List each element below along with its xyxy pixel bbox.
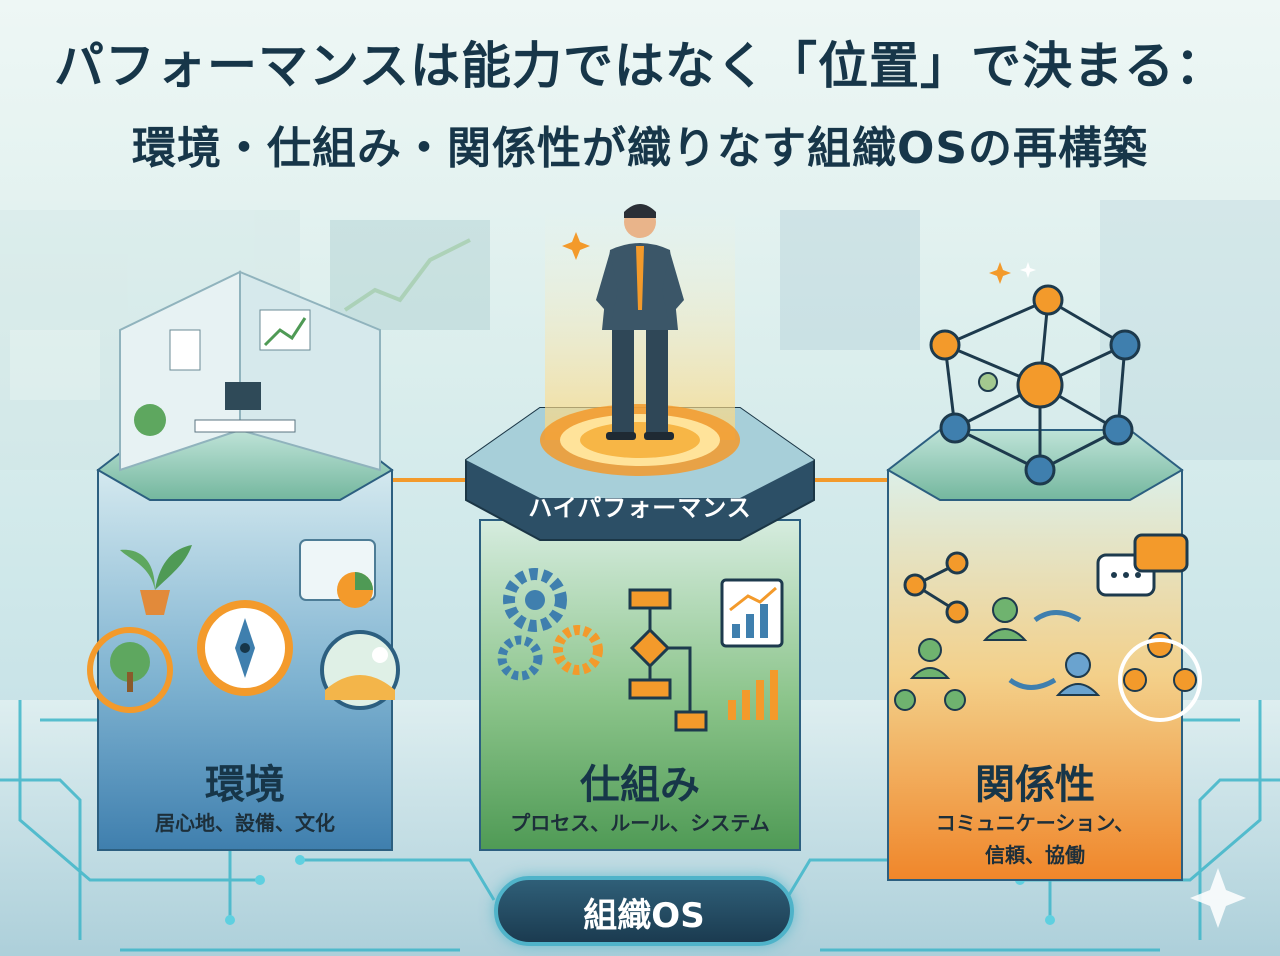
sparkle-icon: [562, 232, 1036, 284]
pillar-title-environment: 環境: [205, 762, 285, 808]
businessman-icon: [596, 204, 684, 440]
pillar-subtitle-mechanism: プロセス、ルール、システム: [510, 811, 770, 835]
org-os-label: 組織OS: [583, 896, 705, 936]
gear-icon: [497, 568, 603, 681]
office-room-icon: [119, 270, 381, 472]
pillar-mechanism: [465, 204, 815, 851]
sparkle-icon: [1190, 868, 1246, 928]
pillar-environment: [87, 270, 400, 851]
pillar-subtitle-relationship-2: 信頼、協働: [985, 843, 1085, 867]
compass-icon: [197, 600, 293, 696]
flowchart-icon: [628, 588, 708, 732]
pillar-title-mechanism: 仕組み: [580, 762, 700, 808]
high-performance-label: ハイパフォーマンス: [528, 494, 752, 522]
plant-icon: [120, 545, 192, 615]
title-line-2: 環境・仕組み・関係性が織りなす組織OSの再構築: [131, 123, 1149, 174]
background-office: [0, 200, 1280, 470]
chart-icon: [299, 539, 376, 608]
pillar-subtitle-environment: 居心地、設備、文化: [155, 811, 335, 835]
chat-bubble-icon: [1096, 533, 1189, 597]
nature-circle-icon: [320, 630, 400, 710]
org-os-pill: [494, 876, 794, 946]
pillar-relationship: [886, 284, 1202, 881]
chart-icon: [720, 578, 784, 720]
tree-cycle-icon: [87, 627, 173, 713]
arrow-icon: [1008, 610, 1082, 690]
pillar-subtitle-relationship-1: コミュニケーション、: [935, 811, 1135, 835]
network-graph-icon: [929, 284, 1141, 486]
people-icon: [894, 597, 1202, 722]
title-line-1: パフォーマンスは能力ではなく「位置」で決まる：: [54, 37, 1226, 95]
share-icon: [903, 551, 969, 624]
pillar-title-relationship: 関係性: [975, 762, 1095, 808]
